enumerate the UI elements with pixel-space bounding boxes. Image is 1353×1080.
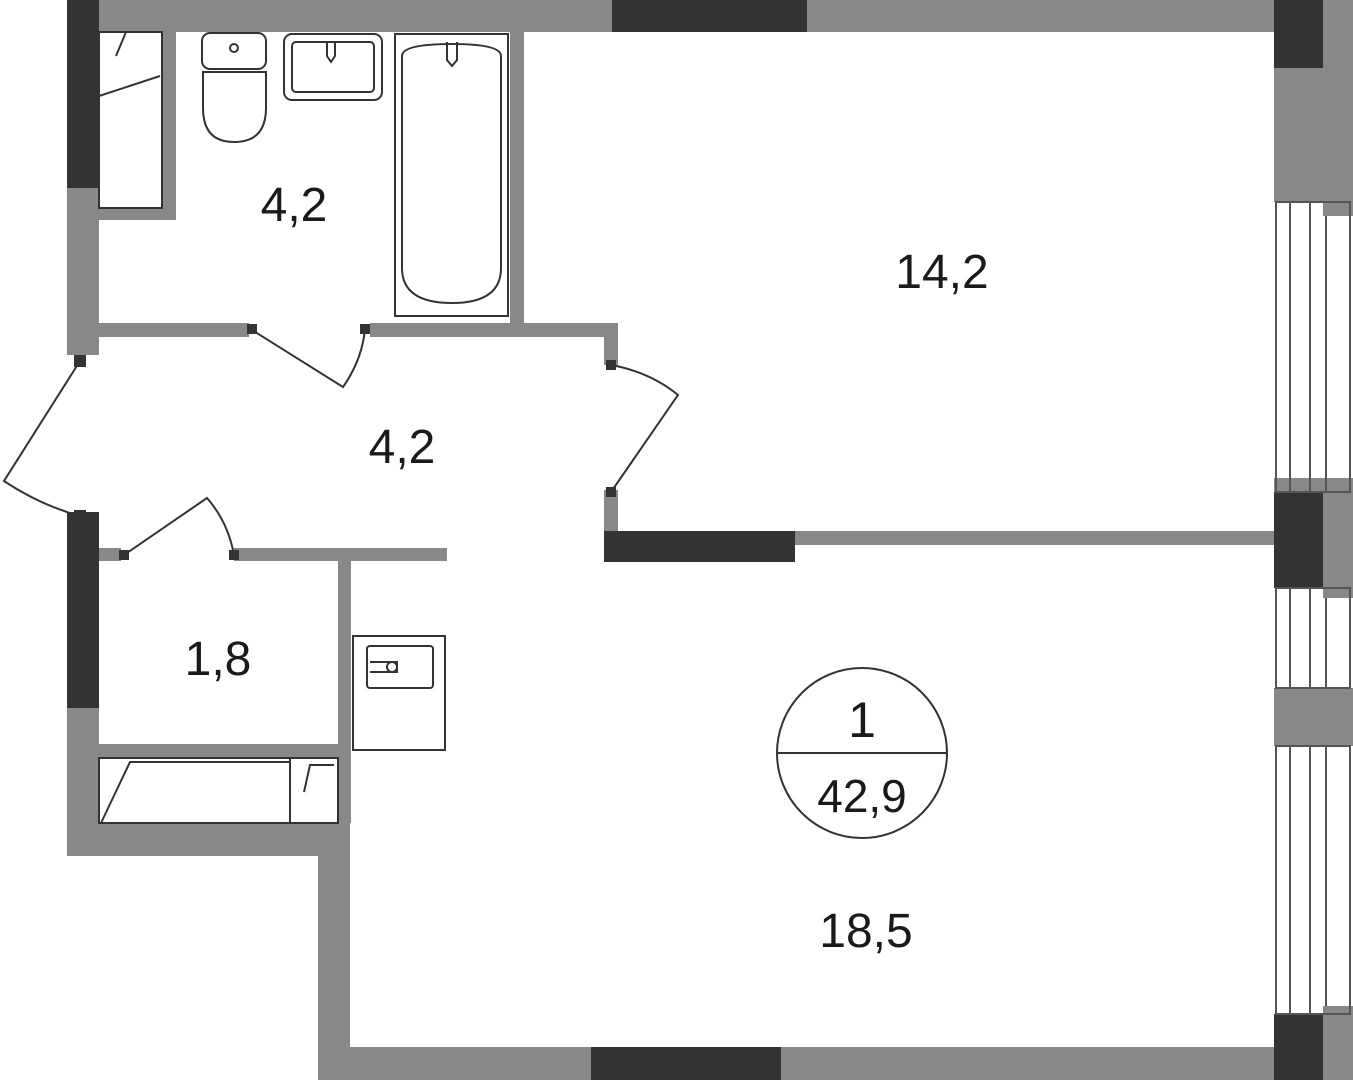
load-bearing-right-bottom <box>1274 1014 1323 1080</box>
wall-closet-right <box>162 32 176 220</box>
room-count: 1 <box>848 692 876 748</box>
door-jamb-3 <box>247 324 257 334</box>
wall-bath-right <box>510 32 524 337</box>
wall-right-outer-top <box>1323 0 1353 216</box>
wall-bath-bottom-right <box>370 323 615 337</box>
total-area: 42,9 <box>817 770 907 822</box>
load-bearing-right-mid <box>1274 492 1323 588</box>
wall-storage-right <box>338 561 351 823</box>
fixtures <box>98 31 509 824</box>
room-area-bathroom: 4,2 <box>261 179 328 232</box>
wall-bath-bottom-left <box>99 323 249 337</box>
bathroom-door-swing <box>251 328 366 389</box>
window-bedroom <box>1275 201 1351 493</box>
bathtub-icon <box>394 33 509 317</box>
room-area-living-kitchen: 18,5 <box>819 905 912 958</box>
load-bearing-left-upper <box>67 0 99 188</box>
wardrobe-icon <box>98 757 339 824</box>
wall-storage-bottom <box>99 744 351 758</box>
wall-storage-top-left <box>99 548 121 561</box>
bedroom-door-swing <box>610 364 680 493</box>
load-bearing-top <box>612 0 807 32</box>
wall-bedroom-living <box>795 531 1274 545</box>
wall-right-outer-mid <box>1323 478 1353 598</box>
wall-bottom <box>318 1047 1278 1080</box>
wall-right-mid <box>1274 688 1353 746</box>
load-bearing-bottom <box>591 1047 781 1080</box>
window-living-2 <box>1275 745 1351 1015</box>
wall-bottom-left <box>67 823 350 856</box>
kitchen-sink-icon <box>352 635 446 751</box>
window-living-1 <box>1275 587 1351 689</box>
room-labels: 4,2 14,2 4,2 1,8 18,5 <box>185 179 989 958</box>
wall-step <box>318 823 350 1080</box>
wall-closet-bottom <box>99 207 176 220</box>
load-bearing-right-top <box>1274 0 1323 68</box>
room-area-bedroom: 14,2 <box>895 246 988 299</box>
doors <box>2 328 680 556</box>
wall-bedroom-jamb-bottom <box>604 490 618 538</box>
washbasin-icon <box>283 33 383 101</box>
room-area-storage: 1,8 <box>185 633 252 686</box>
wall-bedroom-jamb-top <box>604 323 618 365</box>
wall-right-outer-bottom <box>1323 1006 1353 1080</box>
storage-door-swing <box>123 496 235 556</box>
entrance-door-swing <box>2 360 81 517</box>
toilet-icon <box>201 32 267 144</box>
room-area-hallway: 4,2 <box>369 421 436 474</box>
load-bearing-left-lower <box>67 512 99 708</box>
load-bearing-inner <box>604 531 795 562</box>
windows <box>1275 201 1351 1015</box>
apartment-badge: 1 42,9 <box>776 667 948 839</box>
wardrobe-icon <box>98 31 163 209</box>
load-bearing-walls <box>67 0 1323 1080</box>
wall-storage-top-right <box>234 548 447 561</box>
